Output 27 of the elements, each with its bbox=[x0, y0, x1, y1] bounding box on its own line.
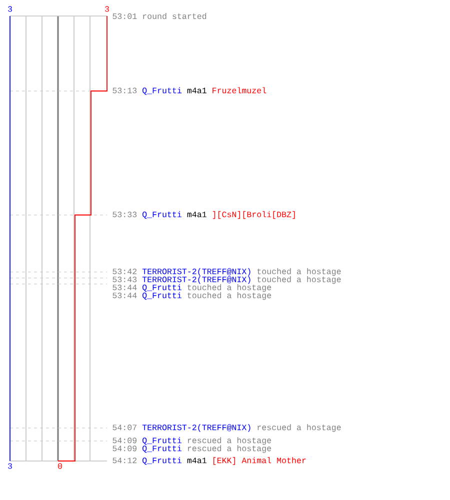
log-line: 53:01 round started bbox=[112, 12, 206, 20]
label: Q_Frutti bbox=[142, 457, 182, 465]
log-line: 53:13 Q_Frutti m4a1 Fruzelmuzel bbox=[112, 87, 266, 95]
log-line: 53:42 TERRORIST-2(TREFF@NIX) touched a hostage bbox=[112, 268, 341, 276]
label: m4a1 bbox=[187, 212, 206, 218]
log-line: 53:44 Q_Frutti touched a hostage bbox=[112, 284, 272, 292]
label: Fruzelmuzel bbox=[212, 87, 266, 94]
label: Q_Frutti bbox=[142, 211, 182, 219]
label: m4a1 bbox=[187, 88, 206, 94]
count-number: 3 bbox=[8, 6, 12, 12]
log-line: 53:43 TERRORIST-2(TREFF@NIX) touched a hostage bbox=[112, 276, 341, 284]
label: m4a1 bbox=[187, 458, 206, 464]
label: Q_Frutti bbox=[142, 87, 182, 95]
label: 53:33 bbox=[112, 212, 137, 218]
log-line: 54:07 TERRORIST-2(TREFF@NIX) rescued a hostage bbox=[112, 424, 341, 432]
label: 53:13 bbox=[112, 88, 137, 94]
label: 54:12 bbox=[112, 458, 137, 464]
log-line: 54:09 Q_Frutti rescued a hostage bbox=[112, 445, 272, 453]
label: [EKK] Animal Mother bbox=[213, 457, 306, 465]
log-line: 54:09 Q_Frutti rescued a hostage bbox=[112, 437, 272, 445]
label: ][CsN][Broli[DBZ] bbox=[212, 211, 295, 219]
count-number: 3 bbox=[105, 6, 109, 12]
log-line: 54:12 Q_Frutti m4a1 [EKK] Animal Mother bbox=[112, 457, 306, 465]
count-number: 3 bbox=[8, 463, 12, 469]
log-line: 53:33 Q_Frutti m4a1 ][CsN][Broli[DBZ] bbox=[112, 211, 295, 219]
log-line: 53:44 Q_Frutti touched a hostage bbox=[112, 292, 272, 300]
count-number: 0 bbox=[58, 463, 62, 469]
